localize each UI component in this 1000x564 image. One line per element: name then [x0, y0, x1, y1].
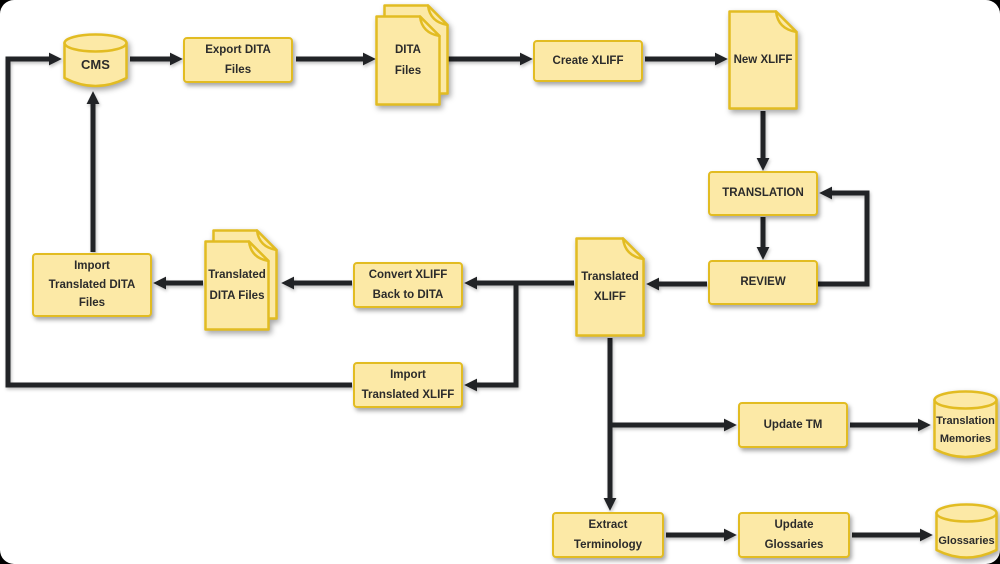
node-translated-dita-files[interactable]: Translated DITA Files — [204, 228, 280, 332]
node-label: Translated XLIFF — [581, 270, 639, 303]
node-translation-memories[interactable]: Translation Memories — [933, 390, 998, 462]
node-extract-terminology[interactable]: Extract Terminology — [552, 512, 664, 558]
node-label: DITA Files — [394, 44, 422, 77]
node-cms[interactable]: CMS — [63, 33, 128, 91]
node-label: New XLIFF — [733, 53, 793, 66]
node-create-xliff[interactable]: Create XLIFF — [533, 40, 643, 82]
node-translated-xliff[interactable]: Translated XLIFF — [575, 237, 645, 337]
node-import-translated-dita-files[interactable]: Import Translated DITA Files — [32, 253, 152, 317]
node-update-tm[interactable]: Update TM — [738, 402, 848, 448]
edge-import-xliff-to-cms-loop — [5, 52, 352, 388]
node-label: Translation Memories — [936, 414, 995, 445]
node-dita-files[interactable]: DITA Files — [375, 3, 451, 107]
node-label: Translated DITA Files — [208, 269, 266, 302]
node-import-translated-xliff[interactable]: Import Translated XLIFF — [353, 362, 463, 408]
node-update-glossaries[interactable]: Update Glossaries — [738, 512, 850, 558]
node-translation[interactable]: TRANSLATION — [708, 171, 818, 216]
node-review[interactable]: REVIEW — [708, 260, 818, 305]
node-new-xliff[interactable]: New XLIFF — [728, 10, 798, 110]
node-export-dita-files[interactable]: Export DITA Files — [183, 37, 293, 83]
edge-review-to-translation-loop — [818, 186, 870, 287]
node-label: CMS — [81, 56, 110, 72]
node-convert-xliff-back-to-dita[interactable]: Convert XLIFF Back to DITA — [353, 262, 463, 308]
node-glossaries[interactable]: Glossaries — [935, 503, 998, 563]
node-label: Glossaries — [938, 535, 995, 548]
edge-translated-xliff-to-import-xliff — [464, 283, 519, 392]
